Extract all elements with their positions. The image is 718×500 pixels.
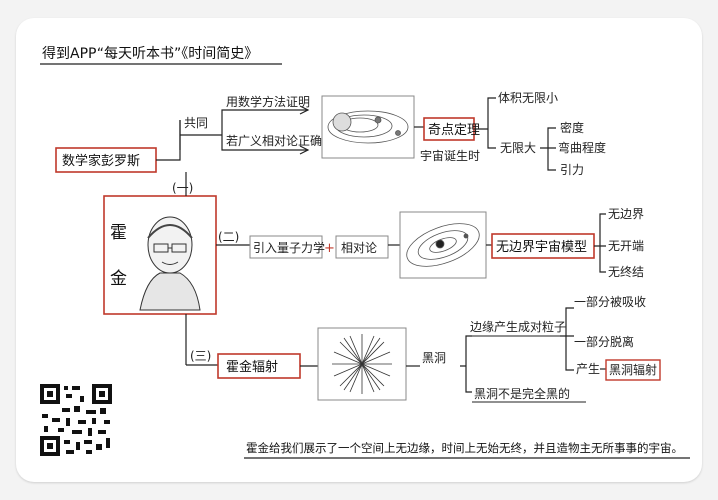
branch1-join bbox=[179, 120, 222, 150]
root-node-label: 数学家彭罗斯 bbox=[62, 153, 140, 169]
branch1-item2: 若广义相对论正确 bbox=[226, 134, 322, 148]
branch1-link bbox=[156, 120, 181, 161]
qr-code bbox=[40, 384, 112, 456]
branch3-marker: (三) bbox=[190, 349, 211, 363]
infinite-fork bbox=[540, 127, 556, 171]
page-title: 得到APP“每天听本书”《时间简史》 bbox=[42, 45, 258, 62]
branch1-item1: 用数学方法证明 bbox=[226, 94, 310, 109]
singularity-sub: 宇宙诞生时 bbox=[420, 148, 480, 163]
leaf-infinite: 无限大 bbox=[500, 141, 536, 155]
branch1-marker: (一) bbox=[172, 181, 193, 195]
leaf-no-boundary: 无边界 bbox=[608, 207, 644, 221]
leaf-density: 密度 bbox=[560, 120, 584, 135]
relativity-label: 相对论 bbox=[341, 241, 377, 255]
leaf-produce: 产生 bbox=[576, 362, 600, 376]
hawking-portrait bbox=[139, 216, 201, 311]
noboundary-fork bbox=[594, 213, 606, 273]
hawking-name-top: 霍 bbox=[110, 223, 127, 243]
starburst-illustration bbox=[332, 334, 392, 394]
noboundary-node-box bbox=[491, 233, 595, 259]
summary-text: 霍金给我们展示了一个空间上无边缘，时间上无始无终，并且造物主无所事事的宇宙。 bbox=[246, 441, 683, 455]
branch1-arrows bbox=[299, 105, 310, 155]
singularity-fork bbox=[474, 97, 496, 149]
plus-sign: + bbox=[324, 241, 335, 256]
hole-radiation-box bbox=[605, 359, 661, 381]
branch1-connector: 共同 bbox=[184, 116, 208, 130]
blackhole-fork bbox=[460, 335, 472, 393]
leaf-curvature: 弯曲程度 bbox=[558, 140, 606, 155]
relativity-box bbox=[335, 235, 389, 259]
galaxy-illustration bbox=[406, 223, 480, 267]
radiation-node-label: 霍金辐射 bbox=[226, 359, 278, 375]
leaf-volume: 体积无限小 bbox=[498, 91, 558, 105]
hole-radiation-label: 黑洞辐射 bbox=[609, 362, 657, 377]
quantum-box bbox=[249, 235, 323, 259]
branch1-fork bbox=[221, 109, 308, 151]
leaf-gravity: 引力 bbox=[560, 163, 584, 177]
pair-particles: 边缘产生成对粒子 bbox=[470, 319, 566, 334]
root-node-box bbox=[55, 147, 157, 173]
blackhole-connector: 黑洞 bbox=[422, 351, 446, 365]
noboundary-node-label: 无边界宇宙模型 bbox=[496, 240, 587, 255]
not-completely-black: 黑洞不是完全黑的 bbox=[474, 386, 570, 401]
leaf-no-beginning: 无开端 bbox=[608, 239, 644, 253]
hawking-name-bottom: 金 bbox=[110, 269, 127, 289]
pair-fork bbox=[560, 307, 574, 371]
leaf-escaped: 一部分脱离 bbox=[574, 334, 634, 349]
branch2-marker: (二) bbox=[218, 230, 239, 244]
orbit-illustration bbox=[327, 110, 409, 144]
leaf-absorbed: 一部分被吸收 bbox=[574, 294, 646, 309]
leaf-no-end: 无终结 bbox=[608, 264, 644, 279]
singularity-node-label: 奇点定理 bbox=[428, 122, 480, 138]
quantum-label: 引入量子力学 bbox=[253, 240, 325, 255]
